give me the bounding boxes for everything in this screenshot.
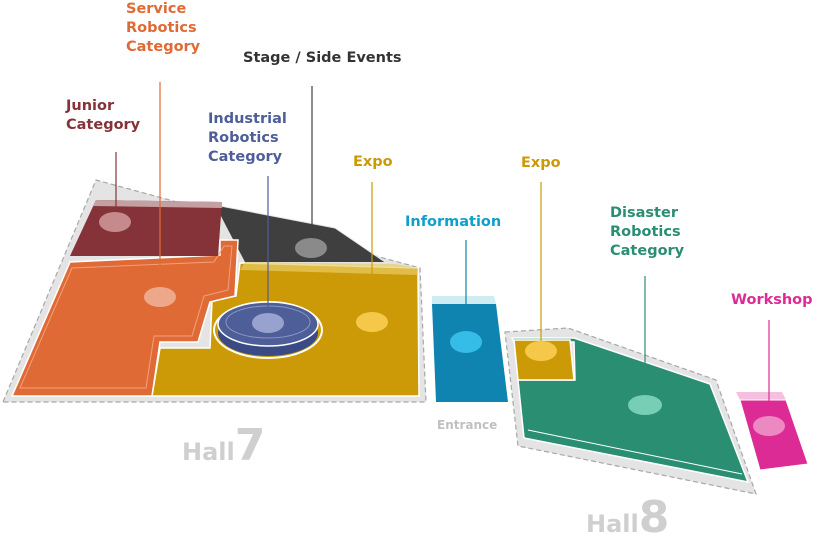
junior-top-rim [93, 200, 222, 208]
hall-8-word: Hall [586, 510, 639, 538]
stage-area [215, 205, 385, 262]
expo-hall8-dot [525, 341, 557, 361]
service-label: Service Robotics Category [126, 0, 200, 57]
hall-7-number: 7 [234, 420, 266, 471]
disaster-inner-outline [527, 429, 743, 475]
workshop-label: Workshop [731, 291, 813, 310]
information-top-rim [432, 296, 496, 304]
junior-label-line: Category [66, 117, 141, 133]
expo-hall7-label-line: Expo [353, 154, 393, 170]
service-label-line: Robotics [126, 20, 197, 36]
hall-7-word: Hall [182, 438, 235, 466]
disaster-dot [628, 395, 662, 415]
workshop-label-line: Workshop [731, 292, 813, 308]
industrial-label-line: Robotics [208, 130, 279, 146]
information-area [432, 304, 508, 402]
service-dot [144, 287, 176, 307]
hall-7-label: Hall7 [182, 424, 265, 468]
information-label-line: Information [405, 214, 502, 230]
hall-8-label: Hall8 [586, 496, 669, 540]
hall-8-number: 8 [638, 492, 670, 543]
expo-hall7-label: Expo [353, 153, 393, 172]
industrial-label: Industrial Robotics Category [208, 110, 287, 167]
stage-dot [295, 238, 327, 258]
industrial-label-line: Industrial [208, 111, 287, 127]
information-dot [450, 331, 482, 353]
junior-label-line: Junior [66, 98, 115, 114]
workshop-dot [753, 416, 785, 436]
junior-dot [99, 212, 131, 232]
service-area [10, 239, 239, 397]
service-inner-outline [19, 245, 233, 389]
expo-hall8-label-line: Expo [521, 155, 561, 171]
service-label-line: Service [126, 1, 187, 17]
junior-label: Junior Category [66, 97, 140, 135]
information-label: Information [405, 213, 501, 232]
disaster-label: Disaster Robotics Category [610, 204, 684, 261]
workshop-top-rim [736, 392, 786, 400]
disaster-label-line: Category [610, 243, 685, 259]
stage-label: Stage / Side Events [243, 49, 402, 68]
disaster-label-line: Disaster [610, 205, 678, 221]
expo-hall7-dot [356, 312, 388, 332]
industrial-dot [252, 313, 284, 333]
industrial-label-line: Category [208, 149, 283, 165]
expo-hall8-label: Expo [521, 154, 561, 173]
disaster-label-line: Robotics [610, 224, 681, 240]
service-label-line: Category [126, 39, 201, 55]
expo-hall7-top-highlight [240, 262, 418, 275]
entrance-label: Entrance [437, 418, 498, 432]
stage-label-line: Stage / Side Events [243, 50, 402, 66]
junior-area [70, 200, 222, 256]
